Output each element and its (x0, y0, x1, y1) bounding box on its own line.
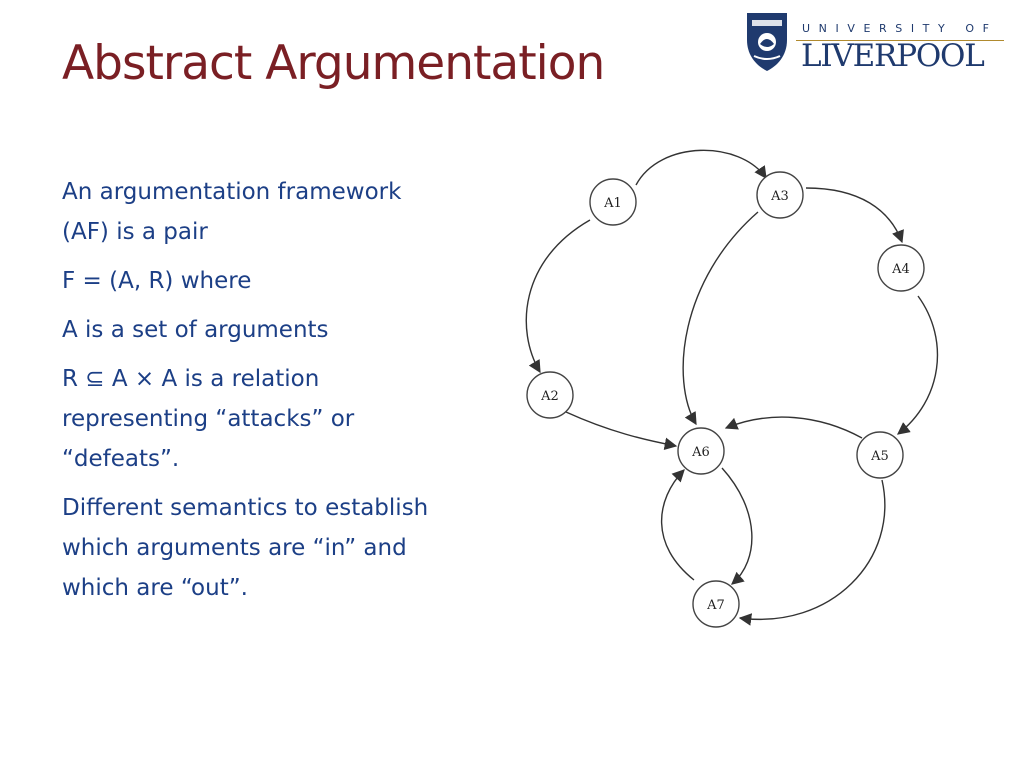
slide-body: An argumentation framework (AF) is a pai… (62, 172, 432, 617)
edge-A4-A5 (897, 295, 939, 435)
node-A6: A6 (677, 427, 725, 475)
edge-A6-A7 (721, 467, 753, 585)
university-logo: UNIVERSITY OF LIVERPOOL (744, 10, 1006, 80)
crest-icon (747, 13, 787, 71)
edge-A2-A6 (565, 411, 678, 451)
edge-A3-A6 (682, 211, 759, 426)
paragraph-relation: R ⊆ A × A is a relation representing “at… (62, 366, 355, 472)
slide-title: Abstract Argumentation (62, 36, 605, 91)
paragraph-arguments: A is a set of arguments (62, 317, 329, 343)
edge-A5-A7 (738, 479, 886, 626)
node-label-A7: A7 (706, 598, 725, 613)
node-A4: A4 (877, 244, 925, 292)
node-label-A1: A1 (603, 196, 622, 211)
edge-A3-A4 (805, 187, 904, 244)
node-A2: A2 (526, 371, 574, 419)
edge-A5-A6 (724, 416, 863, 439)
node-label-A6: A6 (691, 445, 710, 460)
node-label-A2: A2 (540, 389, 559, 404)
node-label-A4: A4 (891, 262, 910, 277)
logo-line-university: UNIVERSITY OF (802, 22, 998, 35)
edge-A1-A2 (525, 219, 591, 374)
edge-A7-A6 (660, 469, 695, 581)
logo-line-liverpool: LIVERPOOL (801, 38, 985, 74)
node-label-A3: A3 (770, 189, 789, 204)
edge-A1-A3 (635, 149, 767, 186)
node-label-A5: A5 (870, 449, 889, 464)
node-A1: A1 (589, 178, 637, 226)
paragraph-semantics: Different semantics to establish which a… (62, 495, 429, 601)
argumentation-graph: A1 A3 A4 A2 A6 A5 A7 (525, 149, 939, 628)
logo-rule (796, 40, 1004, 41)
node-A7: A7 (692, 580, 740, 628)
node-A5: A5 (856, 431, 904, 479)
node-A3: A3 (756, 171, 804, 219)
paragraph-pair: F = (A, R) where (62, 268, 252, 294)
paragraph-definition: An argumentation framework (AF) is a pai… (62, 179, 402, 245)
